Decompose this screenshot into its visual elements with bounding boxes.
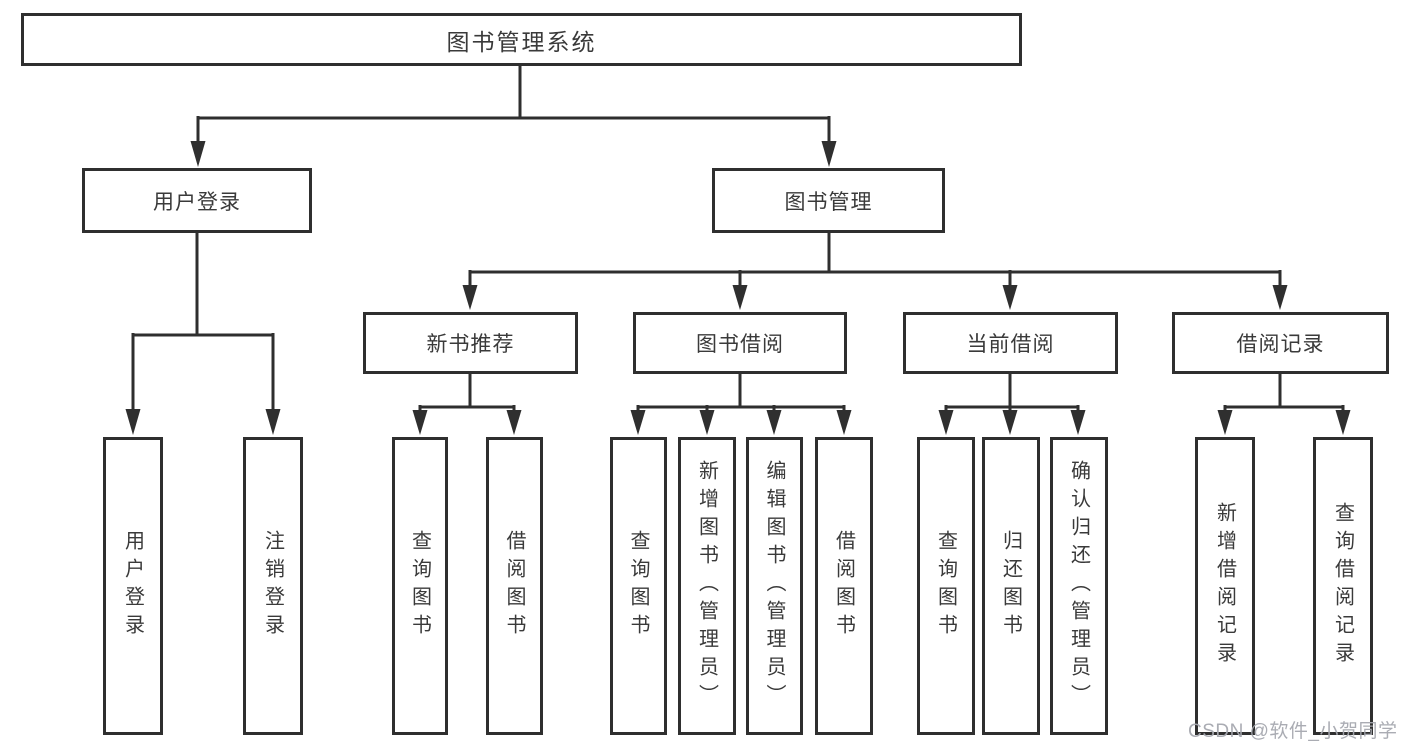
leaf-add-borrow-record: 新增借阅记录 — [1195, 437, 1255, 735]
leaf-return-books: 归还图书 — [982, 437, 1040, 735]
connector-book-borrow-children — [630, 374, 852, 435]
leaf-query-books-borrowing: 查询图书 — [610, 437, 667, 735]
leaf-borrow-books-recommend: 借阅图书 — [486, 437, 543, 735]
node-new-book-recommend: 新书推荐 — [363, 312, 578, 374]
node-user-login: 用户登录 — [82, 168, 312, 233]
node-current-borrowing: 当前借阅 — [903, 312, 1118, 374]
leaf-query-books-current: 查询图书 — [917, 437, 975, 735]
node-book-management: 图书管理 — [712, 168, 945, 233]
connector-new-book-rec-children — [412, 374, 522, 435]
leaf-borrow-books-borrowing: 借阅图书 — [815, 437, 873, 735]
connector-current-borrow-children — [938, 374, 1086, 435]
connector-book-mgmt-children — [462, 233, 1288, 310]
node-book-borrowing: 图书借阅 — [633, 312, 847, 374]
leaf-edit-book-admin: 编辑图书（管理员） — [746, 437, 803, 735]
node-borrowing-records: 借阅记录 — [1172, 312, 1389, 374]
connector-user-login-children — [125, 233, 281, 435]
connector-borrow-record-children — [1217, 374, 1351, 435]
leaf-logout: 注销登录 — [243, 437, 303, 735]
connector-root-to-level1 — [190, 66, 837, 167]
leaf-confirm-return-admin: 确认归还（管理员） — [1050, 437, 1108, 735]
node-root: 图书管理系统 — [21, 13, 1022, 66]
leaf-query-borrow-record: 查询借阅记录 — [1313, 437, 1373, 735]
leaf-query-books-recommend: 查询图书 — [392, 437, 448, 735]
leaf-add-book-admin: 新增图书（管理员） — [678, 437, 736, 735]
leaf-user-login: 用户登录 — [103, 437, 163, 735]
